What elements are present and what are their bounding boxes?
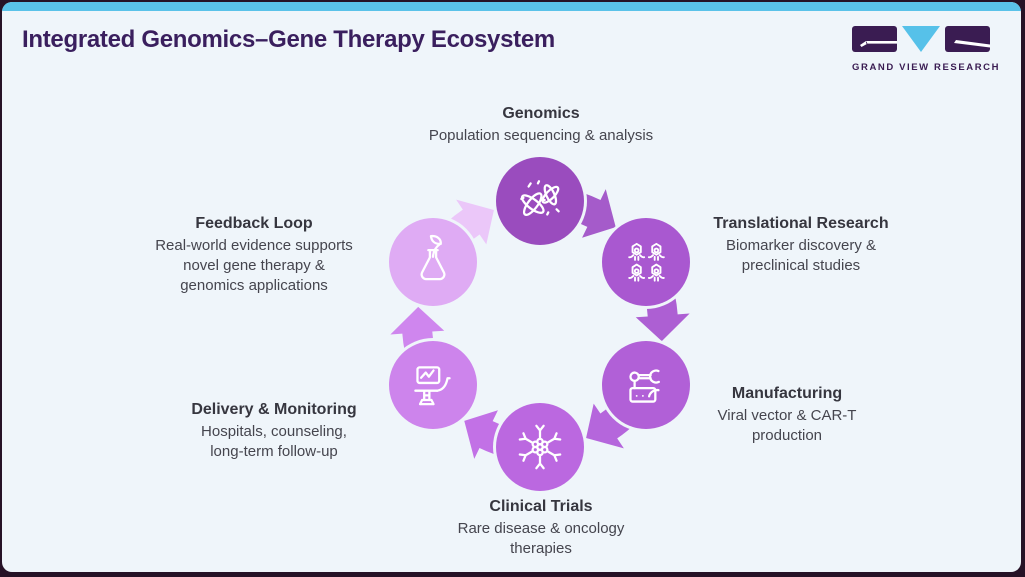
node-clinical-trials <box>496 403 584 491</box>
label-clinical-trials: Clinical Trials Rare disease & oncology … <box>411 496 671 559</box>
node-subtitle: Rare disease & oncology <box>457 520 625 538</box>
chromosome-icon <box>520 180 560 216</box>
node-subtitle: Viral vector & CAR-T <box>717 407 857 425</box>
node-manufacturing <box>602 341 690 429</box>
node-subtitle: novel gene therapy & <box>183 256 325 274</box>
node-subtitle: production <box>751 426 823 444</box>
node-subtitle: Hospitals, counseling, <box>201 423 347 441</box>
node-title: Manufacturing <box>731 385 843 402</box>
brand-logo: GRAND VIEW RESEARCH <box>852 26 1001 73</box>
node-title: Delivery & Monitoring <box>191 401 357 418</box>
label-feedback-loop: Feedback Loop Real-world evidence suppor… <box>139 213 369 296</box>
node-subtitle: therapies <box>510 539 572 557</box>
node-subtitle: long-term follow-up <box>210 442 338 460</box>
node-subtitle: Biomarker discovery & <box>725 237 877 255</box>
robot-arm-icon <box>629 369 660 403</box>
top-accent-bar <box>2 2 1021 11</box>
node-delivery-monitoring <box>389 341 477 429</box>
page-title: Integrated Genomics–Gene Therapy Ecosyst… <box>22 26 555 53</box>
node-translational-research <box>602 218 690 306</box>
node-subtitle: genomics applications <box>180 276 328 294</box>
label-genomics: Genomics Population sequencing & analysi… <box>361 103 721 146</box>
node-title: Feedback Loop <box>195 215 313 232</box>
neuron-icon <box>518 424 562 470</box>
node-subtitle: Real-world evidence supports <box>155 237 353 255</box>
exam-chair-icon <box>414 366 451 406</box>
virus-grid-icon <box>628 242 665 282</box>
label-delivery-monitoring: Delivery & Monitoring Hospitals, counsel… <box>165 399 383 462</box>
label-manufacturing: Manufacturing Viral vector & CAR-T produ… <box>699 383 875 446</box>
gvr-logo-icon <box>852 26 990 52</box>
node-genomics <box>496 157 584 245</box>
node-feedback-loop <box>389 218 477 306</box>
brand-name: GRAND VIEW RESEARCH <box>852 62 1001 73</box>
label-translational-research: Translational Research Biomarker discove… <box>694 213 908 276</box>
node-title: Translational Research <box>713 215 889 232</box>
node-title: Genomics <box>502 105 580 122</box>
node-subtitle: preclinical studies <box>741 256 861 274</box>
flask-leaf-icon <box>420 234 446 281</box>
node-title: Clinical Trials <box>489 498 593 515</box>
node-subtitle: Population sequencing & analysis <box>428 127 654 145</box>
